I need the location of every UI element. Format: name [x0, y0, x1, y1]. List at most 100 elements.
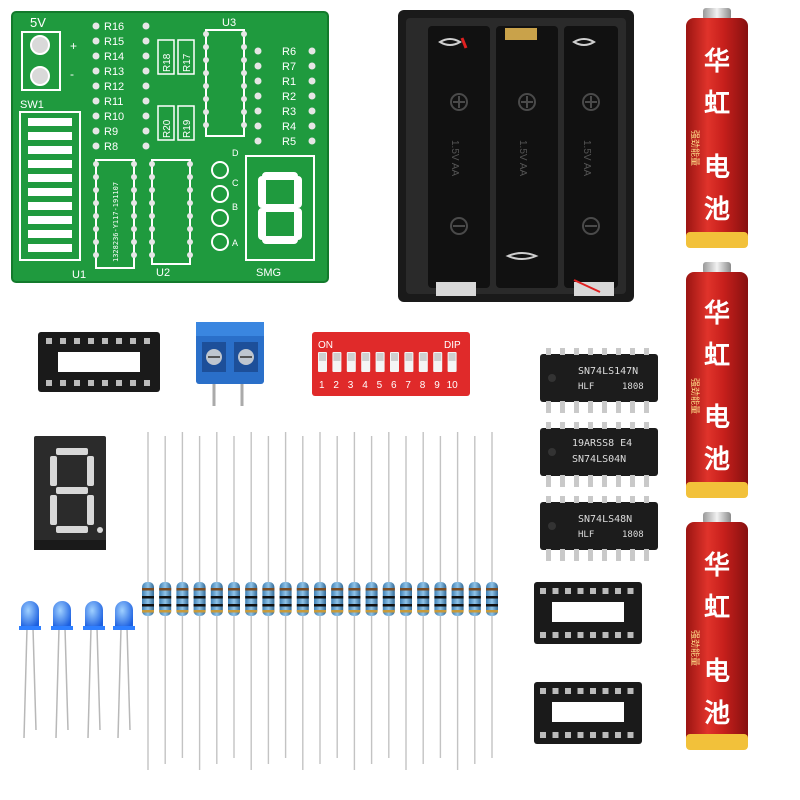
resistor-band — [262, 610, 275, 613]
chip-pin — [616, 422, 621, 429]
dip-number: 2 — [333, 380, 339, 391]
battery-1-char-3: 电 — [704, 152, 730, 182]
pcb-label-r18: R18 — [162, 53, 173, 72]
resistor-band — [331, 604, 344, 607]
blue-leds — [19, 601, 135, 739]
pcb-hole — [149, 226, 155, 232]
battery-2: 华 虹 电 池 强劲能量 — [686, 262, 748, 498]
resistor-band — [193, 588, 206, 591]
dip-toggle-knob — [333, 353, 341, 361]
socket-pin — [130, 380, 136, 386]
pcb-hole — [93, 174, 99, 180]
u2-label: U2 — [156, 267, 170, 279]
battery-3-char-3: 电 — [704, 656, 730, 686]
resistor-band — [142, 610, 154, 613]
dip-toggle-knob — [405, 353, 413, 361]
pcb-hole — [149, 200, 155, 206]
resistor-band — [451, 610, 464, 613]
resistor-band — [210, 610, 223, 613]
power-label: 5V — [30, 15, 46, 30]
pcb-hole — [241, 83, 247, 89]
pcb-hole — [187, 239, 193, 245]
battery-2-char-1: 华 — [704, 298, 730, 328]
dip-number: 9 — [434, 380, 440, 391]
pcb-pad — [92, 52, 100, 60]
battery-3-char-4: 池 — [704, 698, 730, 728]
ic-socket-1 — [38, 332, 160, 392]
pcb-pad — [254, 137, 262, 145]
resistor-band — [279, 610, 292, 613]
pcb-hole — [93, 239, 99, 245]
pcb-pad — [308, 137, 316, 145]
dip-toggle-knob — [391, 353, 398, 361]
resistor-band — [382, 604, 395, 607]
pcb-hole — [131, 174, 137, 180]
chip-pin — [588, 422, 593, 429]
chip-pin — [602, 496, 607, 503]
pcb-label-r8: R8 — [104, 141, 118, 153]
pcb-label-r14: R14 — [104, 51, 124, 63]
resistor-band — [176, 604, 189, 607]
chip-pin — [616, 475, 621, 487]
pcb-pad — [142, 37, 150, 45]
socket-pin — [130, 338, 136, 344]
resistor-band — [365, 588, 378, 591]
socket-pin — [602, 632, 609, 638]
led-label-a: A — [232, 238, 238, 248]
resistor-band — [451, 596, 464, 599]
battery-1-slogan: 强劲能量 — [690, 130, 701, 166]
led-lead — [126, 627, 131, 731]
chip-pin — [644, 496, 649, 503]
pcb-pad — [92, 127, 100, 135]
resistor-band — [176, 588, 189, 591]
socket-pin — [46, 380, 52, 386]
resistor-band — [296, 610, 309, 613]
pcb-hole — [187, 213, 193, 219]
resistor-band — [468, 596, 481, 599]
chip-pin — [546, 422, 551, 429]
pcb-switch-row — [28, 118, 72, 126]
socket-pin — [615, 732, 621, 738]
pcb-hole — [93, 252, 99, 258]
dip-toggle-knob — [319, 353, 326, 361]
chip-pin — [644, 422, 649, 429]
resistor-band — [314, 610, 326, 613]
chip-pin — [588, 348, 593, 355]
battery-2-slogan: 强劲能量 — [690, 378, 701, 414]
pcb-pad — [92, 37, 100, 45]
chip-pin — [602, 422, 607, 429]
pcb-hole — [131, 252, 137, 258]
holder-cell-label-2: 1.5V AA — [517, 140, 528, 176]
pcb-hole — [203, 122, 209, 128]
u1-label: U1 — [72, 269, 86, 281]
pcb-switch-row — [28, 146, 72, 154]
chip-pin — [616, 549, 621, 561]
battery-3-slogan: 强劲能量 — [690, 630, 701, 666]
pcb-hole — [187, 200, 193, 206]
pcb-resistor-labels-right: R6 R7 R1 R2 R3 R4 R5 — [254, 46, 316, 148]
socket-pin — [552, 732, 559, 738]
pcb-hole — [203, 31, 209, 37]
resistor-band — [210, 588, 223, 591]
socket-pin — [627, 688, 634, 694]
resistor-band — [331, 588, 344, 591]
resistor-band — [382, 610, 395, 613]
socket-pin — [565, 732, 571, 738]
resistor-band — [142, 604, 154, 607]
resistor-band — [434, 596, 447, 599]
chip-pin — [546, 496, 551, 503]
resistor-band — [468, 588, 481, 591]
led-lead — [23, 627, 28, 739]
dip-number: 3 — [348, 380, 354, 391]
pcb-pad — [142, 112, 150, 120]
resistor-band — [279, 596, 292, 599]
led-body — [21, 601, 39, 628]
power-terminal-footprint: 5V + - — [21, 15, 77, 91]
led-label-c: C — [232, 178, 239, 188]
resistor-band — [228, 596, 240, 599]
led-rim — [51, 626, 73, 630]
pcb-hole — [241, 44, 247, 50]
u3-label: U3 — [222, 17, 236, 29]
